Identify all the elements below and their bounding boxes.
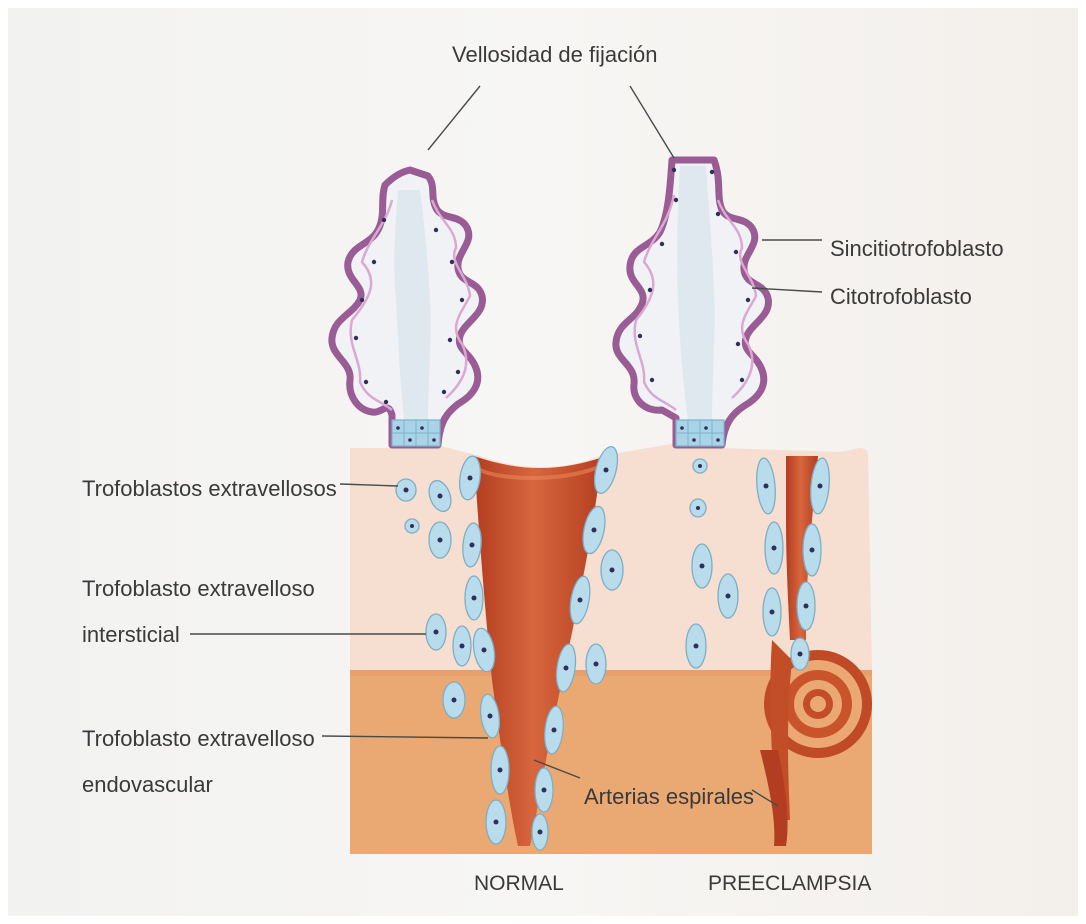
label-syncytiotrophoblast: Sincitiotrofoblasto bbox=[830, 236, 1004, 261]
label-endovascular-2: endovascular bbox=[82, 772, 213, 797]
label-cytotrophoblast: Citotrofoblasto bbox=[830, 284, 972, 309]
label-interstitial-2: intersticial bbox=[82, 622, 180, 647]
caption-normal: NORMAL bbox=[474, 872, 564, 895]
label-interstitial-1: Trofoblasto extravelloso bbox=[82, 576, 315, 601]
label-anchoring-villus: Vellosidad de fijación bbox=[452, 42, 657, 67]
caption-preeclampsia: PREECLAMPSIA bbox=[708, 872, 871, 895]
label-extravillous: Trofoblastos extravellosos bbox=[82, 476, 337, 501]
label-endovascular-1: Trofoblasto extravelloso bbox=[82, 726, 315, 751]
label-spiral-arteries: Arterias espirales bbox=[584, 784, 754, 809]
